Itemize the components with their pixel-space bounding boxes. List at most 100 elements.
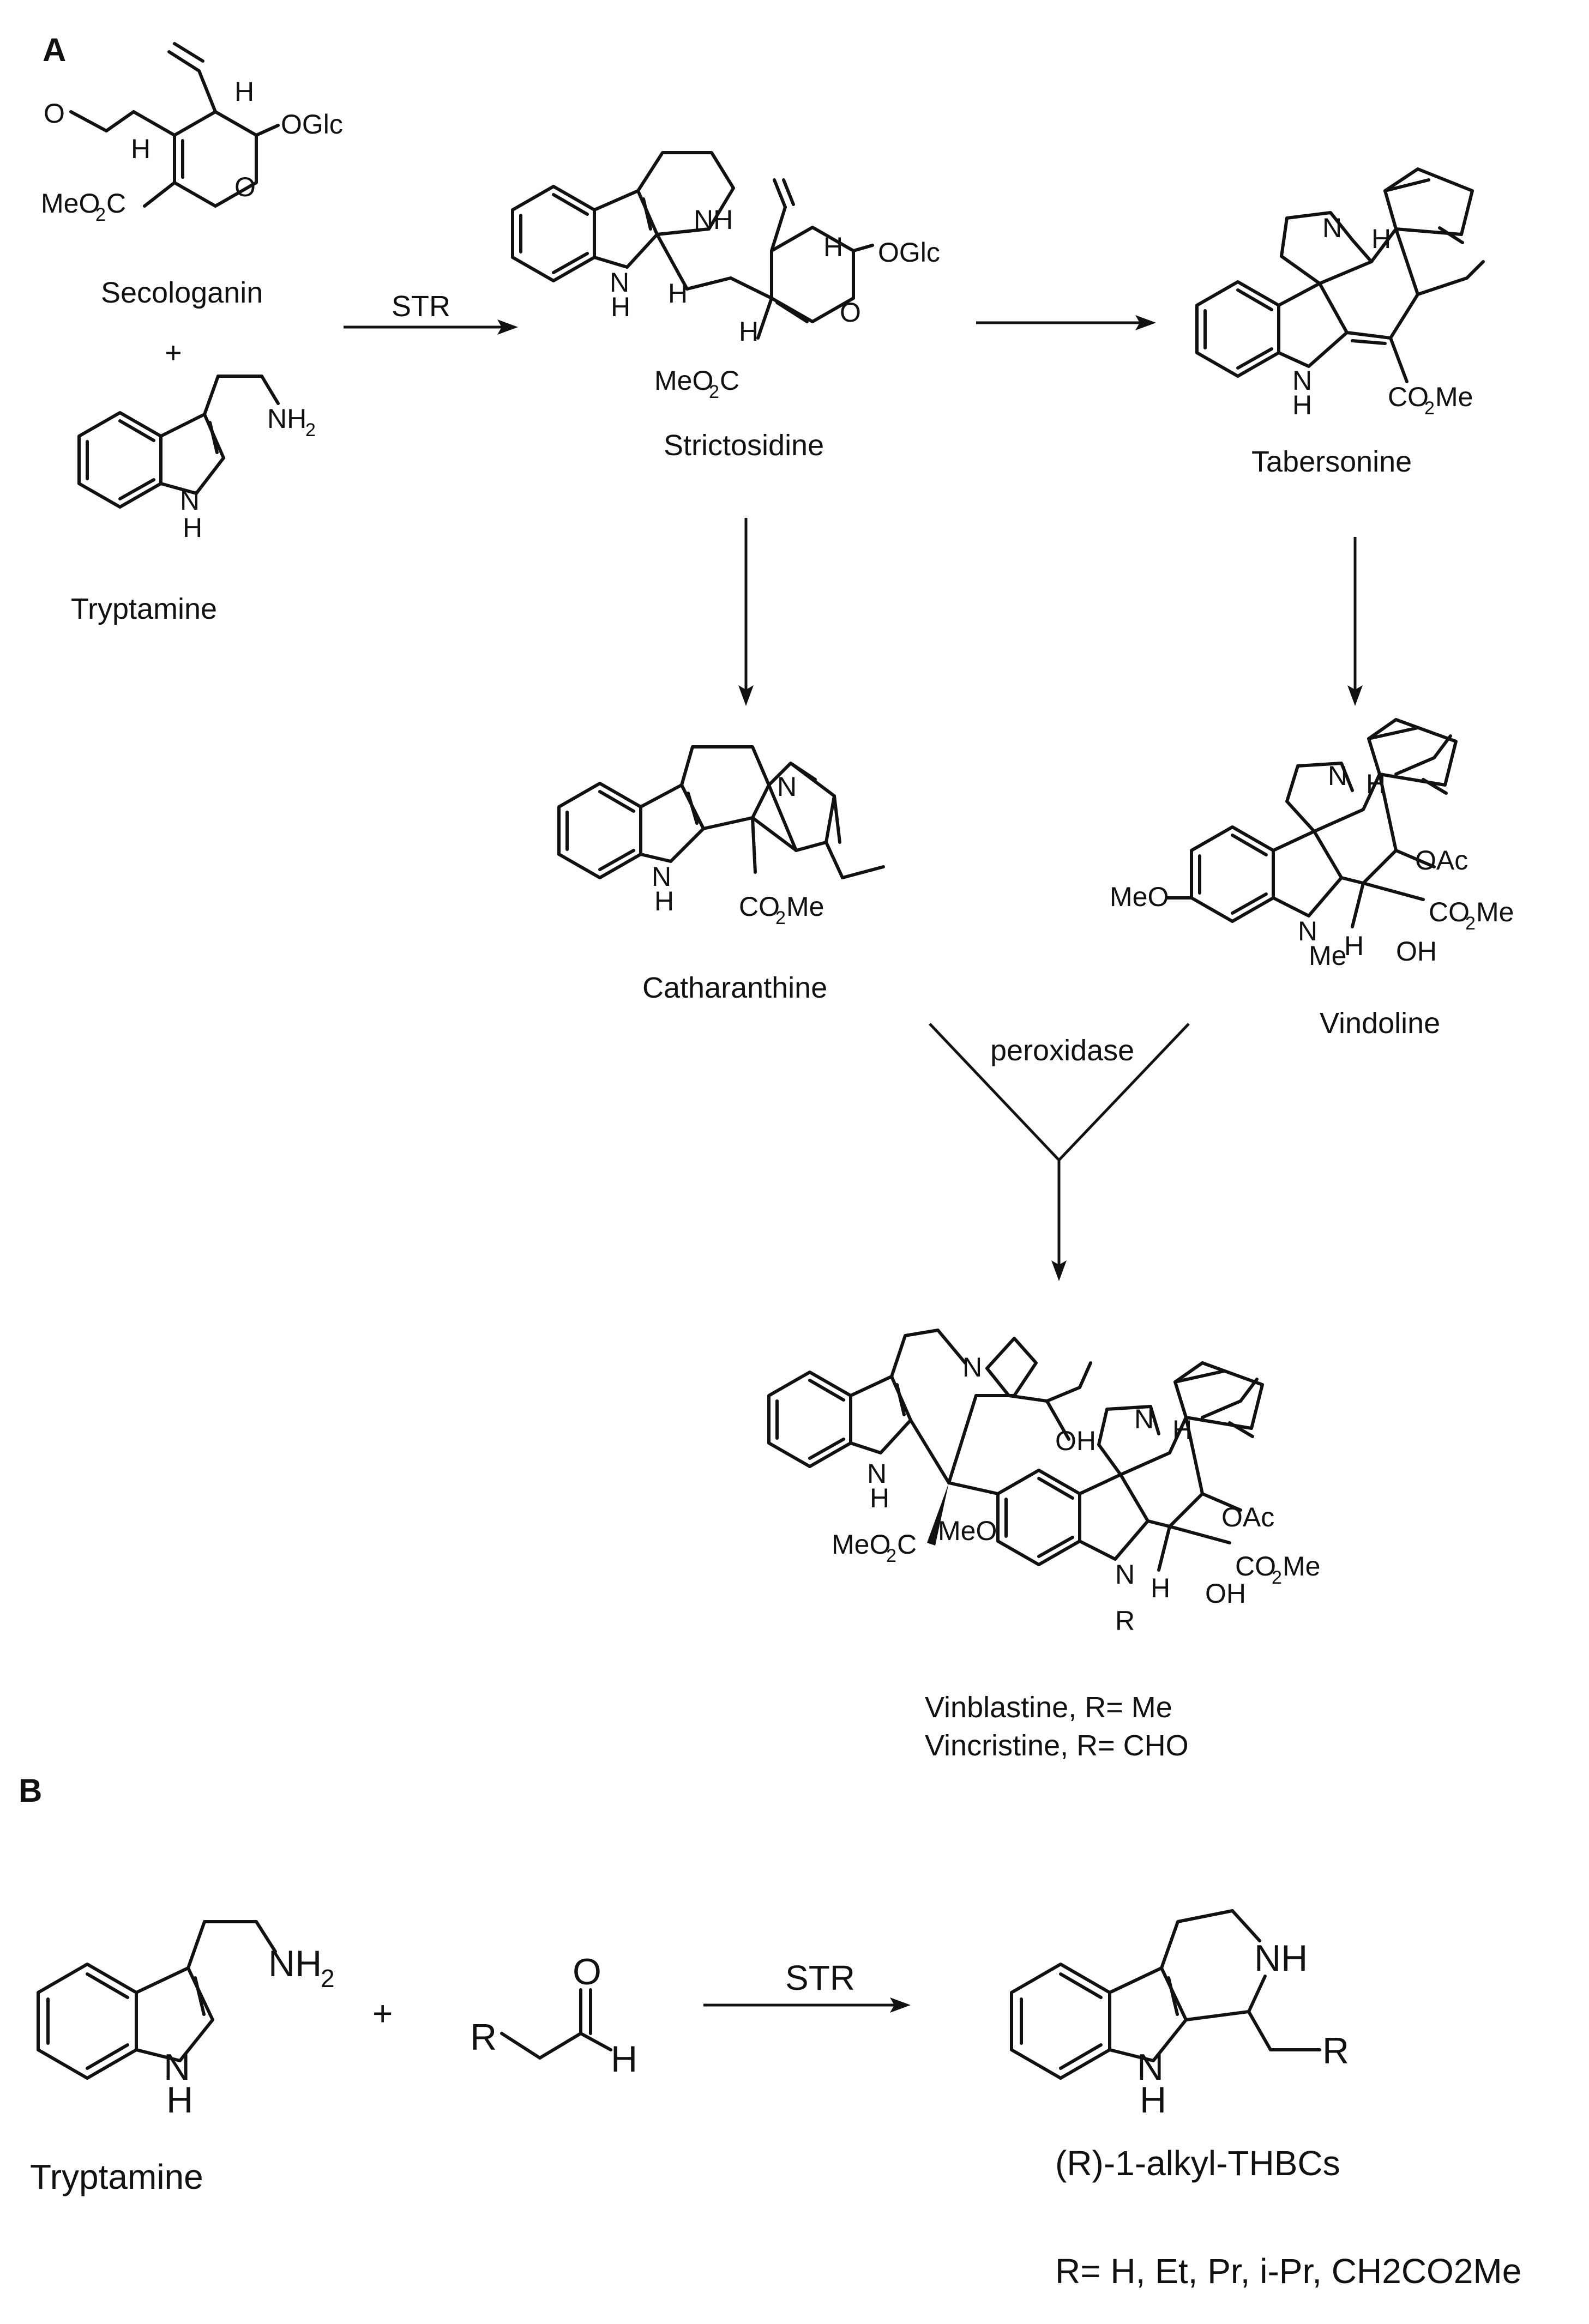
svg-text:H: H xyxy=(654,886,674,916)
svg-text:H: H xyxy=(1172,1415,1192,1445)
svg-text:CO: CO xyxy=(1429,897,1470,927)
svg-text:N: N xyxy=(1137,2047,1164,2088)
svg-text:H: H xyxy=(739,316,759,347)
svg-text:O: O xyxy=(573,1951,601,1993)
svg-text:MeO: MeO xyxy=(41,188,100,219)
panel-label-a: A xyxy=(43,32,66,68)
svg-text:N: N xyxy=(610,267,629,298)
svg-text:2: 2 xyxy=(1424,398,1435,419)
svg-text:R: R xyxy=(1322,2030,1349,2072)
catharanthine-name: Catharanthine xyxy=(642,971,827,1004)
svg-text:H: H xyxy=(1292,390,1312,420)
svg-text:C: C xyxy=(106,188,126,219)
svg-text:2: 2 xyxy=(1465,913,1476,934)
vinblastine-structure xyxy=(767,1329,1264,1572)
peroxidase-label: peroxidase xyxy=(990,1034,1134,1067)
vinblastine-name: Vinblastine, R= Me xyxy=(925,1691,1172,1724)
svg-text:N: N xyxy=(962,1352,982,1383)
svg-text:OH: OH xyxy=(1055,1426,1096,1456)
svg-text:C: C xyxy=(897,1529,917,1560)
svg-text:Me: Me xyxy=(1476,897,1514,927)
svg-text:2: 2 xyxy=(709,382,719,402)
svg-text:MeO: MeO xyxy=(832,1529,890,1560)
svg-text:MeO: MeO xyxy=(938,1516,997,1546)
svg-text:N: N xyxy=(867,1458,887,1489)
svg-text:R: R xyxy=(470,2017,497,2058)
svg-text:H: H xyxy=(1344,931,1364,961)
svg-text:CO: CO xyxy=(1235,1551,1276,1581)
svg-text:O: O xyxy=(44,98,65,129)
catharanthine-structure xyxy=(557,745,885,879)
svg-text:NH: NH xyxy=(694,204,733,235)
str-label-b: STR xyxy=(785,1958,855,1997)
svg-text:NH: NH xyxy=(267,403,306,434)
svg-text:N: N xyxy=(1322,213,1342,243)
svg-text:2: 2 xyxy=(321,1964,335,1993)
svg-text:N: N xyxy=(1298,916,1317,946)
svg-text:H: H xyxy=(823,232,843,262)
svg-text:Me: Me xyxy=(1283,1551,1320,1581)
str-label-a: STR xyxy=(392,290,450,323)
svg-text:NH: NH xyxy=(268,1943,322,1984)
tryptamine-name-b: Tryptamine xyxy=(30,2157,203,2196)
svg-text:H: H xyxy=(611,2038,637,2080)
svg-text:OAc: OAc xyxy=(1415,845,1468,876)
svg-text:H: H xyxy=(1366,769,1386,799)
svg-text:R: R xyxy=(1115,1605,1135,1636)
svg-text:NH: NH xyxy=(1254,1937,1308,1979)
svg-text:2: 2 xyxy=(305,420,316,440)
svg-text:H: H xyxy=(234,76,254,107)
svg-text:H: H xyxy=(1140,2079,1166,2121)
panel-label-b: B xyxy=(19,1772,42,1809)
svg-text:N: N xyxy=(652,861,671,892)
vincristine-name: Vincristine, R= CHO xyxy=(925,1729,1189,1762)
vindoline-name: Vindoline xyxy=(1320,1007,1440,1040)
strictosidine-name: Strictosidine xyxy=(664,429,824,462)
svg-text:H: H xyxy=(166,2079,193,2121)
svg-text:2: 2 xyxy=(95,204,106,225)
product-name-b: (R)-1-alkyl-THBCs xyxy=(1055,2144,1340,2183)
svg-text:CO: CO xyxy=(739,891,780,922)
svg-text:N: N xyxy=(1292,365,1312,396)
tabersonine-name: Tabersonine xyxy=(1251,445,1412,478)
svg-text:N: N xyxy=(1115,1559,1135,1590)
svg-text:H: H xyxy=(131,134,151,164)
svg-text:H: H xyxy=(870,1483,889,1513)
svg-text:H: H xyxy=(611,292,630,322)
svg-text:O: O xyxy=(234,172,256,202)
r-groups-label: R= H, Et, Pr, i-Pr, CH2CO2Me xyxy=(1055,2251,1521,2291)
svg-text:MeO: MeO xyxy=(654,365,713,396)
svg-text:OH: OH xyxy=(1396,936,1437,967)
svg-text:OGlc: OGlc xyxy=(281,109,343,140)
svg-text:Me: Me xyxy=(786,891,824,922)
svg-text:H: H xyxy=(1151,1573,1170,1603)
svg-text:CO: CO xyxy=(1388,382,1429,412)
strictosidine-structure xyxy=(511,151,874,340)
svg-text:2: 2 xyxy=(775,908,786,928)
svg-text:Me: Me xyxy=(1309,940,1346,971)
tabersonine-structure xyxy=(1195,167,1485,383)
thbc-product-structure xyxy=(1010,1909,1321,2080)
aldehyde-structure xyxy=(500,1988,612,2060)
tryptamine-structure-b xyxy=(37,1920,277,2080)
plus-sign-a: + xyxy=(165,336,182,369)
svg-text:Me: Me xyxy=(1435,382,1473,412)
svg-text:N: N xyxy=(777,771,797,802)
vindoline-structure xyxy=(1165,718,1458,928)
tryptamine-name-a: Tryptamine xyxy=(71,593,217,625)
svg-text:C: C xyxy=(720,365,739,396)
svg-text:H: H xyxy=(183,512,202,543)
svg-text:OH: OH xyxy=(1205,1578,1246,1609)
svg-text:OGlc: OGlc xyxy=(878,237,940,268)
svg-text:MeO: MeO xyxy=(1110,882,1169,912)
svg-text:H: H xyxy=(668,278,688,309)
svg-text:O: O xyxy=(840,297,861,328)
svg-text:N: N xyxy=(180,485,200,516)
plus-sign-b: + xyxy=(372,1994,393,2033)
svg-text:H: H xyxy=(1371,224,1391,254)
svg-text:N: N xyxy=(1328,760,1347,791)
secologanin-structure xyxy=(69,42,280,208)
svg-text:2: 2 xyxy=(886,1546,896,1566)
svg-text:2: 2 xyxy=(1272,1567,1282,1588)
